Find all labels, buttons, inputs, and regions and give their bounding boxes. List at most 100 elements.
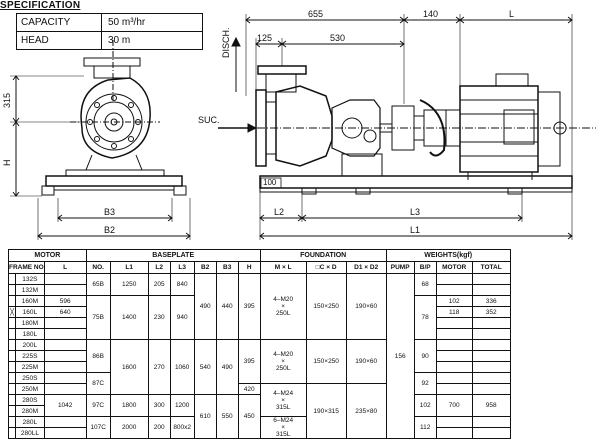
bp-weight-cell: 68 — [413, 273, 437, 296]
dim-L3: L3 — [410, 207, 421, 217]
hdr-mxl: M × L — [259, 261, 307, 274]
mxl-b: 250L — [275, 365, 291, 372]
hdr-bp: B/P — [413, 261, 437, 274]
motor-weight-cell: 700 — [435, 394, 473, 417]
hdr-d1d2: D1 × D2 — [345, 261, 387, 274]
frame-cell: 160M — [15, 295, 45, 307]
fnd-cxd-cell: 190×315 — [305, 383, 347, 439]
bp-h-cell: 450 — [237, 394, 261, 439]
motor-l-cell: 596 — [43, 295, 87, 307]
side-view — [218, 14, 596, 240]
bp-l1-cell: 1400 — [109, 295, 149, 340]
fnd-mxl-cell: 6–M24 × 315L — [259, 416, 307, 439]
bp-l3-cell: 940 — [169, 295, 195, 340]
front-view — [10, 40, 191, 240]
bp-l2-cell: 230 — [147, 295, 171, 340]
bp-h-cell: 395 — [237, 273, 261, 340]
total-weight-cell: 352 — [471, 306, 511, 318]
bp-weight-cell: 92 — [413, 372, 437, 395]
hdr-pump: PUMP — [385, 261, 415, 274]
dim-125: 125 — [257, 33, 273, 43]
hdr-b2: B2 — [193, 261, 217, 274]
mxl-b: 315L — [275, 403, 291, 411]
bp-no-cell: 87C — [85, 372, 111, 395]
hdr-total: TOTAL — [471, 261, 511, 274]
dim-L2: L2 — [274, 207, 285, 217]
bp-l2-cell: 270 — [147, 339, 171, 395]
pump-weight-cell: 156 — [385, 273, 415, 439]
group-foundation: FOUNDATION — [259, 249, 387, 262]
dim-H: H — [2, 159, 12, 167]
frame-cell: 200L — [15, 339, 45, 351]
frame-cell: 225M — [15, 361, 45, 373]
motor-l-cell: 640 — [43, 306, 87, 318]
dim-100: 100 — [263, 178, 277, 187]
head-label: HEAD — [16, 31, 102, 50]
bp-l3-cell: 1200 — [169, 394, 195, 417]
bp-no-cell: 75B — [85, 295, 111, 340]
bp-b2-cell: 610 — [193, 394, 217, 439]
bp-l3-cell: 1060 — [169, 339, 195, 395]
hdr-no: NO. — [85, 261, 111, 274]
bp-weight-cell: 102 — [413, 394, 437, 417]
fnd-d1d2-cell: 235×80 — [345, 383, 387, 439]
hdr-l3: L3 — [169, 261, 195, 274]
frame-cell: 160L — [15, 306, 45, 318]
bp-l2-cell: 205 — [147, 273, 171, 296]
mxl-a: 4–M20 — [273, 296, 294, 303]
bp-l1-cell: 1600 — [109, 339, 149, 395]
bp-h-cell: 420 — [237, 383, 261, 395]
bp-weight-cell: 90 — [413, 339, 437, 373]
bp-l1-cell: 1250 — [109, 273, 149, 296]
frame-cell: 280M — [15, 405, 45, 417]
bp-no-cell: 97C — [85, 394, 111, 417]
hdr-motor-weight: MOTOR — [435, 261, 473, 274]
pump-drawing — [10, 14, 596, 240]
mxl-a: 4–M24 — [273, 389, 294, 397]
dimension-table: MOTOR BASEPLATE FOUNDATION WEIGHTS(kgf) … — [7, 249, 511, 439]
group-weights: WEIGHTS(kgf) — [385, 249, 511, 262]
disch-label: DISCH. — [221, 27, 231, 58]
mxl-a: 6–M24 — [273, 417, 294, 425]
dim-L1: L1 — [410, 225, 421, 235]
frame-cell: 280S — [15, 394, 45, 406]
bp-l1-cell: 2000 — [109, 416, 149, 439]
frame-cell: 250M — [15, 383, 45, 395]
hdr-h: H — [237, 261, 261, 274]
hdr-b3: B3 — [215, 261, 239, 274]
head-value: 30 m — [101, 31, 203, 50]
suc-label: SUC. — [198, 115, 220, 125]
bp-no-cell: 86B — [85, 339, 111, 373]
dim-L: L — [509, 9, 515, 19]
bp-no-cell: 65B — [85, 273, 111, 296]
spec-title: SPECIFICATION — [0, 0, 81, 11]
bp-l2-cell: 200 — [147, 416, 171, 439]
frame-cell: 225S — [15, 350, 45, 362]
dim-655: 655 — [308, 9, 324, 19]
frame-cell: 132M — [15, 284, 45, 296]
frame-cell: 180L — [15, 328, 45, 340]
fnd-cxd-cell: 150×250 — [305, 339, 347, 384]
bp-weight-cell: 112 — [413, 416, 437, 439]
bp-b3-cell: 550 — [215, 394, 239, 439]
fnd-mxl-cell: 4–M20 × 250L — [259, 339, 307, 384]
bp-b3-cell: 440 — [215, 273, 239, 340]
bp-weight-cell: 78 — [413, 295, 437, 340]
bp-l3-cell: 800x2 — [169, 416, 195, 439]
group-baseplate: BASEPLATE — [85, 249, 261, 262]
mxl-b: 250L — [275, 310, 291, 317]
motor-weight-cell: 102 — [435, 295, 473, 307]
selected-marker: ╳ — [7, 306, 17, 318]
fnd-cxd-cell: 150×250 — [305, 273, 347, 340]
mxl-a: 4–M20 — [273, 351, 294, 358]
spec-table: CAPACITY 50 m³/hr HEAD 30 m — [16, 13, 203, 50]
fnd-d1d2-cell: 190×60 — [345, 273, 387, 340]
fnd-mxl-cell: 4–M24 × 315L — [259, 383, 307, 417]
total-weight-cell: 958 — [471, 394, 511, 417]
mxl-x: × — [281, 358, 286, 365]
fnd-mxl-cell: 4–M20 × 250L — [259, 273, 307, 340]
bp-h-cell: 395 — [237, 339, 261, 384]
frame-cell: 280L — [15, 416, 45, 428]
frame-cell: 250S — [15, 372, 45, 384]
hdr-cxd: □C × D — [305, 261, 347, 274]
